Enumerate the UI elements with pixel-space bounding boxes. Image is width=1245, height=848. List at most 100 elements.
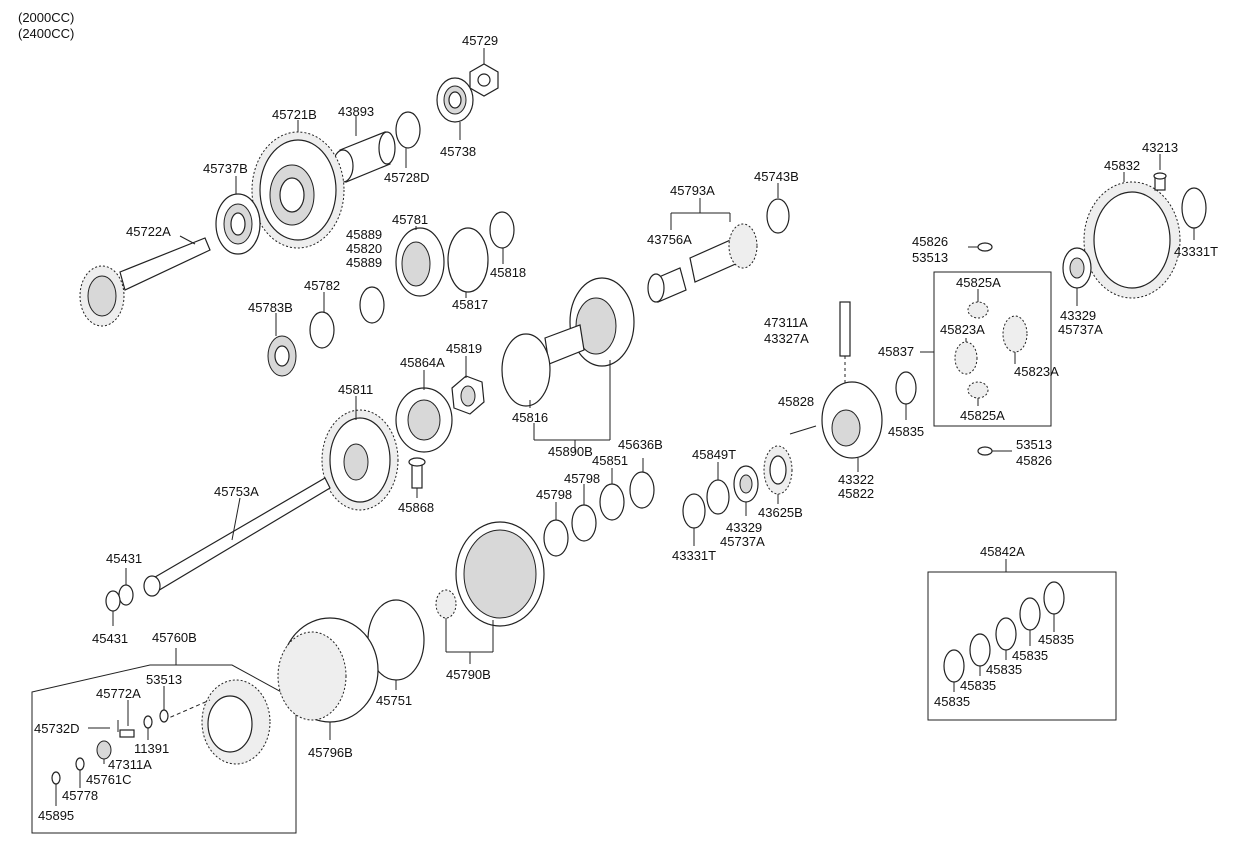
washer-45798-a-drawing [571, 504, 597, 542]
snap-ring-45817-drawing [447, 227, 489, 293]
part-45737a-center-label: 45737A [720, 534, 765, 549]
part-53513-top-label: 53513 [912, 250, 948, 265]
part-45825a-bottom-label: 45825A [960, 408, 1005, 423]
part-45842a-label: 45842A [980, 544, 1025, 559]
part-45816-label: 45816 [512, 410, 548, 425]
snap-ring-45743b-drawing [766, 198, 790, 234]
part-43625b-label: 43625B [758, 505, 803, 520]
assembly-guide-line [163, 699, 211, 721]
engine-variant-2400cc: (2400CC) [18, 26, 75, 41]
part-45751-label: 45751 [376, 693, 412, 708]
part-45753a-label: 45753A [214, 484, 259, 499]
part-45823a-left-label: 45823A [940, 322, 985, 337]
part-45835-kit-4-label: 45835 [1012, 648, 1048, 663]
engine-variant-2000cc: (2000CC) [18, 10, 75, 25]
part-45796b-label: 45796B [308, 745, 353, 760]
part-43756a-label: 43756A [647, 232, 692, 247]
part-45722a-label: 45722A [126, 224, 171, 239]
part-45772a-label: 45772A [96, 686, 141, 701]
differential-gear-kit-box [933, 271, 1052, 427]
part-53513-bottom-label: 53513 [1016, 437, 1052, 452]
pin-45828-drawing [789, 425, 817, 435]
washer-45782-drawing [309, 311, 335, 349]
pinion-45772a-drawing [119, 729, 135, 738]
gear-45811-drawing [321, 409, 399, 511]
ring-gear-45832-drawing [1083, 181, 1181, 299]
part-45782-label: 45782 [304, 278, 340, 293]
bearing-43329-right-drawing [1062, 247, 1092, 289]
snap-ring-45728d-drawing [395, 111, 421, 149]
bearing-45737b-drawing [215, 193, 261, 255]
part-45835-kit-3-label: 45835 [986, 662, 1022, 677]
part-43331t-right-label: 43331T [1174, 244, 1218, 259]
part-45849t-label: 45849T [692, 447, 736, 462]
part-45783b-label: 45783B [248, 300, 293, 315]
part-45832-label: 45832 [1104, 158, 1140, 173]
part-47311a-kit-label: 47311A [108, 757, 152, 772]
bolt-45868-drawing [408, 457, 426, 489]
planetary-carrier-drawing [201, 679, 271, 765]
part-45835-kit-2-label: 45835 [960, 678, 996, 693]
ring-gear-45796b-drawing [277, 617, 379, 723]
pinion-45823a-left-drawing [954, 341, 978, 375]
washer-45798-b-drawing [543, 519, 569, 557]
part-45822-label: 45822 [838, 486, 874, 501]
carrier-45890b-drawing [544, 277, 635, 367]
part-43329-center-label: 43329 [726, 520, 762, 535]
ring-53513-kit-drawing [159, 709, 169, 723]
clutch-hub-45781-drawing [395, 227, 445, 297]
part-45826-top-label: 45826 [912, 234, 948, 249]
gear-shaft-45793a-drawing [689, 223, 758, 283]
bearing-45864a-drawing [395, 387, 453, 453]
gear-43625b-drawing [763, 445, 793, 495]
part-45825a-top-label: 45825A [956, 275, 1001, 290]
part-43213-label: 43213 [1142, 140, 1178, 155]
part-45732d-label: 45732D [34, 721, 80, 736]
part-45826-bottom-label: 45826 [1016, 453, 1052, 468]
shaft-45753a-drawing [143, 477, 331, 597]
planetary-kit-box [31, 664, 297, 834]
part-43327a-label: 43327A [764, 331, 809, 346]
part-45864a-label: 45864A [400, 355, 445, 370]
part-45851-label: 45851 [592, 453, 628, 468]
drum-45790b-drawing [435, 521, 545, 627]
washer-11391-drawing [143, 715, 153, 729]
washer-53513-bottom-drawing [977, 446, 993, 456]
part-45636b-label: 45636B [618, 437, 663, 452]
snap-ring-45818-drawing [489, 211, 515, 249]
ring-45431-a-drawing [118, 584, 134, 606]
part-53513-kit-label: 53513 [146, 672, 182, 687]
part-11391-label: 11391 [134, 741, 169, 756]
part-45728d-label: 45728D [384, 170, 430, 185]
part-43329-right-label: 43329 [1060, 308, 1096, 323]
washer-45835-kit-3-drawing [995, 617, 1017, 651]
part-45798-right-label: 45798 [564, 471, 600, 486]
part-45837-label: 45837 [878, 344, 914, 359]
part-47311a-center-label: 47311A [764, 315, 808, 330]
part-45721b-label: 45721B [272, 107, 317, 122]
washer-45835-kit-5-drawing [1043, 581, 1065, 615]
seal-ring-45889-drawing [359, 286, 385, 324]
part-45781-label: 45781 [392, 212, 428, 227]
bearing-45738-drawing [436, 77, 474, 123]
shaft-47311a-drawing [839, 301, 851, 384]
part-45743b-label: 45743B [754, 169, 799, 184]
part-45835-kit-1-label: 45835 [934, 694, 970, 709]
o-ring-45816-drawing [501, 333, 551, 407]
washer-45835-single-drawing [895, 371, 917, 405]
part-45737b-label: 45737B [203, 161, 248, 176]
gear-45721b-drawing [251, 131, 345, 249]
sleeve-43756a-drawing [647, 267, 687, 303]
part-45889-bottom-label: 45889 [346, 255, 382, 270]
part-45828-label: 45828 [778, 394, 814, 409]
part-45761c-label: 45761C [86, 772, 132, 787]
part-45819-label: 45819 [446, 341, 482, 356]
pinion-45823a-right-drawing [1002, 315, 1028, 353]
bearing-43329-center-drawing [733, 465, 759, 503]
part-45738-label: 45738 [440, 144, 476, 159]
washer-45895-drawing [51, 771, 61, 785]
side-gear-45825a-top-drawing [967, 301, 989, 319]
part-45835-single-label: 45835 [888, 424, 924, 439]
part-45737a-right-label: 45737A [1058, 322, 1103, 337]
